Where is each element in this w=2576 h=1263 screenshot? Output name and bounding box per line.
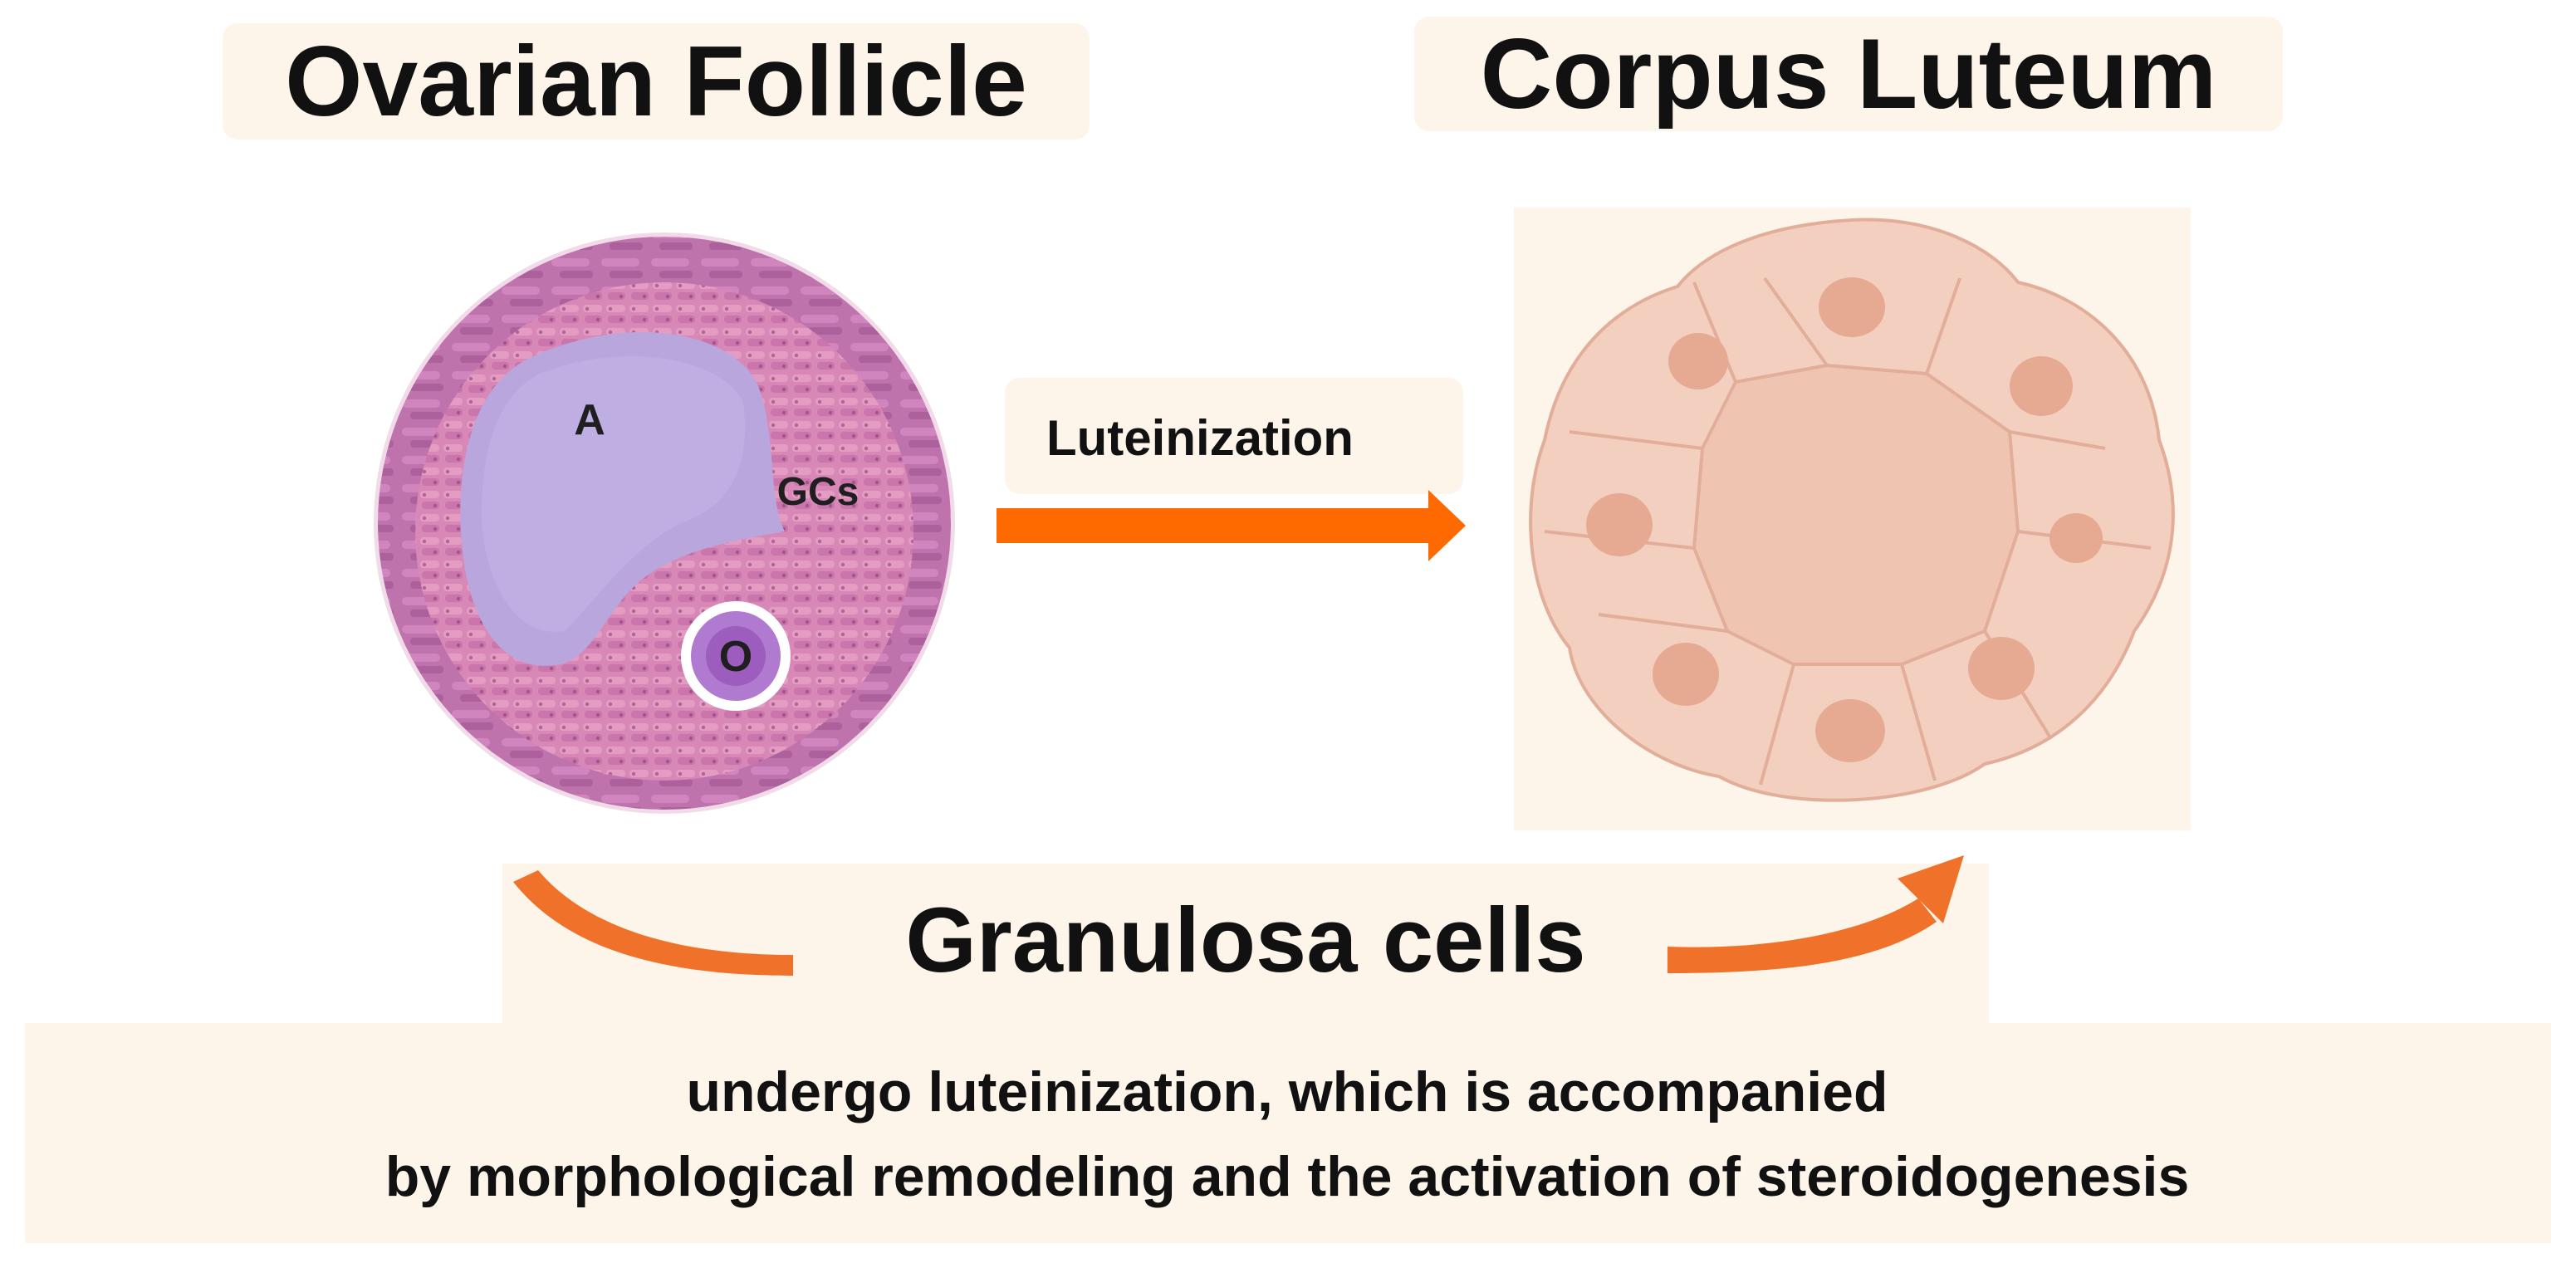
luteinization-arrow [997,490,1466,561]
corpus-luteum-image [1514,208,2191,830]
description-line-2: by morphological remodeling and the acti… [385,1145,2190,1208]
luteinization-label: Luteinization [1046,410,1354,466]
right-curved-arrow [1668,898,1937,973]
subject-heading: Granulosa cells [905,889,1585,991]
right-title: Corpus Luteum [1480,18,2217,130]
antrum-label: A [574,396,605,444]
granulosa-cells-label: GCs [777,470,859,514]
ovarian-follicle-image [374,233,955,814]
left-title: Ovarian Follicle [285,26,1027,137]
left-title-box [223,23,1090,140]
left-curved-arrow [513,870,793,976]
description-box [25,1023,2551,1243]
right-title-box [1414,17,2283,131]
process-label-box [1005,378,1463,494]
right-arrowhead [1898,855,1964,923]
description-line-1: undergo luteinization, which is accompan… [686,1060,1888,1123]
oocyte-label: O [719,633,752,681]
